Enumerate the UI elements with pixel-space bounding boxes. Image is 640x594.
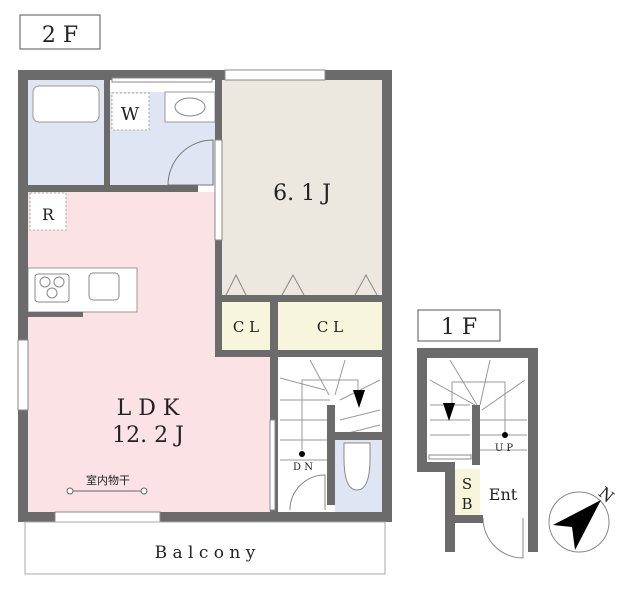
dn-dot [299, 451, 305, 457]
compass: N [548, 483, 618, 553]
stairs-up-label: U P [495, 443, 514, 454]
north-arrow-icon [553, 500, 601, 550]
bedroom-room [222, 80, 382, 295]
closet-door-marks [225, 273, 378, 296]
entry-door-swing [289, 474, 326, 511]
shoe-box [455, 469, 480, 515]
floor-label-1f: 1 F [417, 309, 501, 342]
up-dot [502, 432, 508, 438]
balcony [24, 521, 386, 575]
shoe-box-label-b: B [461, 495, 472, 513]
bathtub [32, 85, 100, 123]
balcony-label: B a l c o n y [155, 543, 256, 563]
stairs-2f [279, 359, 381, 461]
stair-core-wall [327, 405, 335, 505]
front-door-swing [482, 517, 524, 559]
fridge-label: R [42, 205, 55, 224]
floor-label-1f-text: 1 F [441, 315, 477, 340]
windows-2f [17, 69, 326, 523]
ldk-label: L D K [117, 396, 180, 421]
walls-1f [417, 348, 538, 552]
ldk-size: 12. 2 J [112, 423, 184, 448]
closet-2 [278, 302, 382, 350]
closet-2-label: C L [317, 318, 343, 336]
washroom-door-swing [167, 139, 214, 186]
toilet-icon [343, 442, 371, 491]
bedroom-label: 6. 1 J [273, 181, 331, 206]
down-arrow-icon [353, 390, 365, 408]
drying-rod [66, 487, 148, 495]
floor-label-2f-text: 2 F [42, 23, 78, 48]
floor-label-2f: 2 F [19, 14, 101, 50]
sink-icon [174, 97, 206, 117]
stairs-down-label: D N [293, 462, 313, 473]
entrance-label: Ent [489, 485, 518, 504]
washroom-label: W [121, 104, 140, 125]
fridge-space [29, 192, 67, 231]
stair-core-wall-1f [472, 405, 480, 465]
closet-1-label: C L [233, 318, 259, 336]
down-arrow-icon-1f [443, 403, 455, 421]
closet-1 [222, 302, 270, 350]
drying-label: 室内物干 [86, 473, 130, 487]
washer-space [111, 92, 150, 131]
window-1f [428, 454, 472, 460]
kitchen-counter [27, 267, 138, 313]
shoe-box-label-s: S [462, 475, 472, 493]
